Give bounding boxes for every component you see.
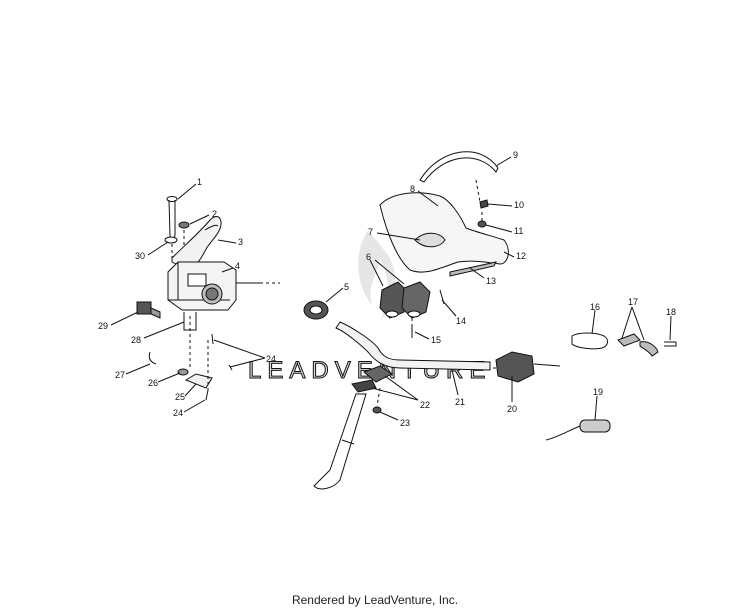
throttle-lever-part-icon xyxy=(617,333,641,347)
callout-4: 4 xyxy=(235,261,240,271)
switch-housing-part-icon xyxy=(495,351,561,383)
callout-11: 11 xyxy=(514,226,523,236)
washer-part-icon xyxy=(164,236,178,244)
callout-10: 10 xyxy=(514,200,524,210)
windshield-trim-part-icon xyxy=(419,151,499,183)
callout-7: 7 xyxy=(368,227,373,237)
washer-part-icon xyxy=(178,221,190,229)
callout-5: 5 xyxy=(344,282,349,292)
handgrip-part-icon xyxy=(571,332,609,350)
callout-6: 6 xyxy=(366,252,371,262)
callout-16: 16 xyxy=(590,302,600,312)
handlebar-cover-part-icon xyxy=(379,192,509,273)
heater-wire-part-icon xyxy=(545,419,611,441)
callout-12: 12 xyxy=(516,251,526,261)
callout-30: 30 xyxy=(135,251,145,261)
callout-13: 13 xyxy=(486,276,496,286)
clamp-part-icon xyxy=(351,379,377,393)
washer-part-icon xyxy=(372,406,382,414)
washer-part-icon xyxy=(177,368,189,376)
callout-25: 25 xyxy=(175,392,185,402)
steering-post-part-icon xyxy=(313,393,367,490)
callout-15: 15 xyxy=(431,335,441,345)
throttle-housing-part-icon xyxy=(167,261,262,311)
callout-26: 26 xyxy=(148,378,158,388)
bolt-part-icon xyxy=(166,196,178,241)
callout-24-lower: 24 xyxy=(173,408,183,418)
callout-23: 23 xyxy=(400,418,410,428)
switch-part-icon xyxy=(136,301,161,319)
callout-20: 20 xyxy=(507,404,517,414)
leader-lines xyxy=(110,156,672,421)
assembly-guide-lines xyxy=(376,179,496,407)
callout-19: 19 xyxy=(593,387,603,397)
callout-1: 1 xyxy=(197,177,202,187)
clamp-part-icon xyxy=(363,365,393,383)
callout-28: 28 xyxy=(131,335,141,345)
nut-part-icon xyxy=(477,220,487,228)
handlebar-part-icon xyxy=(335,321,491,371)
bracket-part-icon xyxy=(183,312,197,331)
trim-strip-part-icon xyxy=(449,261,497,277)
watermark-flame-icon xyxy=(358,230,396,320)
callout-8: 8 xyxy=(410,184,415,194)
callout-18: 18 xyxy=(666,307,676,317)
callout-29: 29 xyxy=(98,321,108,331)
throttle-block-assembly xyxy=(136,196,280,401)
callout-21: 21 xyxy=(455,397,465,407)
callout-22: 22 xyxy=(420,400,430,410)
callout-17: 17 xyxy=(628,297,638,307)
callout-14: 14 xyxy=(456,316,466,326)
assembly-guide-lines xyxy=(171,230,280,392)
wire-clip-part-icon xyxy=(148,351,157,365)
footer-credit: Rendered by LeadVenture, Inc. xyxy=(291,593,459,607)
screw-part-icon xyxy=(664,341,677,347)
callout-24: 24 xyxy=(266,354,276,364)
callout-9: 9 xyxy=(513,150,518,160)
plate-part-icon xyxy=(184,373,213,389)
fastener-part-icon xyxy=(479,199,489,209)
ring-part-icon xyxy=(303,300,329,320)
callout-3: 3 xyxy=(238,237,243,247)
callout-labels: 1 2 3 4 5 6 7 8 9 10 11 12 13 14 15 16 1… xyxy=(98,150,676,428)
callout-27: 27 xyxy=(115,370,125,380)
throttle-lever-part-icon xyxy=(639,341,659,357)
callout-2: 2 xyxy=(212,209,217,219)
grip-block-part-icon xyxy=(379,281,431,319)
handlebar-assembly xyxy=(303,151,677,490)
